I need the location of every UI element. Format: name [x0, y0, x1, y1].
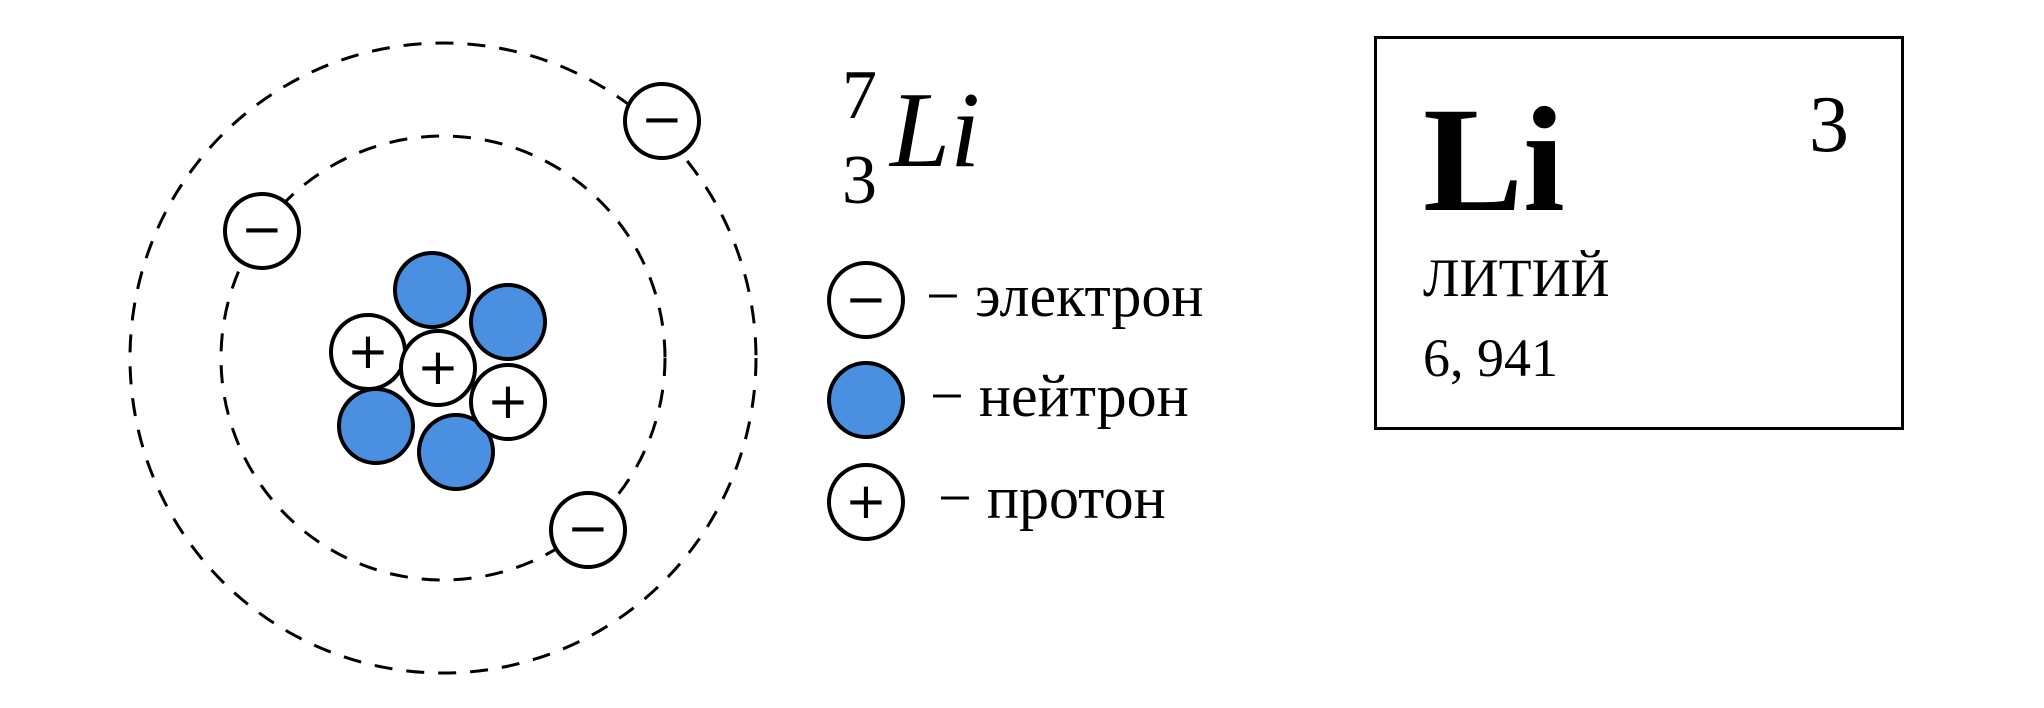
svg-text:−: − [567, 499, 609, 557]
legend-proton-label: − протон [938, 465, 1166, 531]
proton: + [469, 363, 547, 441]
svg-text:−: − [641, 90, 683, 148]
neutron [469, 283, 547, 361]
isotope-mass-number: 7 [842, 57, 877, 134]
element-name: ЛИТИЙ [1423, 248, 1610, 308]
isotope-symbol: Li [888, 71, 980, 190]
electron: − [223, 192, 301, 270]
svg-text:+: + [347, 322, 389, 380]
isotope-atomic-number: 3 [842, 142, 877, 219]
proton: + [399, 329, 477, 407]
neutron [417, 413, 495, 491]
element-atomic-mass: 6, 941 [1423, 328, 1558, 388]
svg-text:+: + [487, 372, 529, 430]
electron: − [623, 82, 701, 160]
neutron [337, 387, 415, 465]
legend-neutron-label: − нейтрон [930, 363, 1189, 429]
neutron [393, 251, 471, 329]
element-atomic-number: 3 [1809, 81, 1849, 169]
svg-text:−: − [845, 270, 887, 328]
element-symbol: Li [1423, 77, 1565, 243]
inner-orbit [219, 134, 667, 582]
legend-proton-marker: + [827, 463, 905, 541]
legend-neutron-marker [827, 361, 905, 439]
proton: + [329, 313, 407, 391]
outer-orbit [128, 41, 758, 675]
electron: − [549, 491, 627, 569]
legend-electron-label: − электрон [926, 263, 1204, 329]
legend: − − электрон − нейтрон + − протон [827, 261, 1204, 541]
isotope-notation: 7 3 Li [842, 57, 980, 219]
svg-text:−: − [241, 200, 283, 258]
element-card: Li 3 ЛИТИЙ 6, 941 [1374, 36, 1904, 430]
svg-text:+: + [417, 338, 459, 396]
svg-text:+: + [845, 472, 887, 530]
nucleus: + + + [329, 251, 547, 491]
legend-electron-marker: − [827, 261, 905, 339]
